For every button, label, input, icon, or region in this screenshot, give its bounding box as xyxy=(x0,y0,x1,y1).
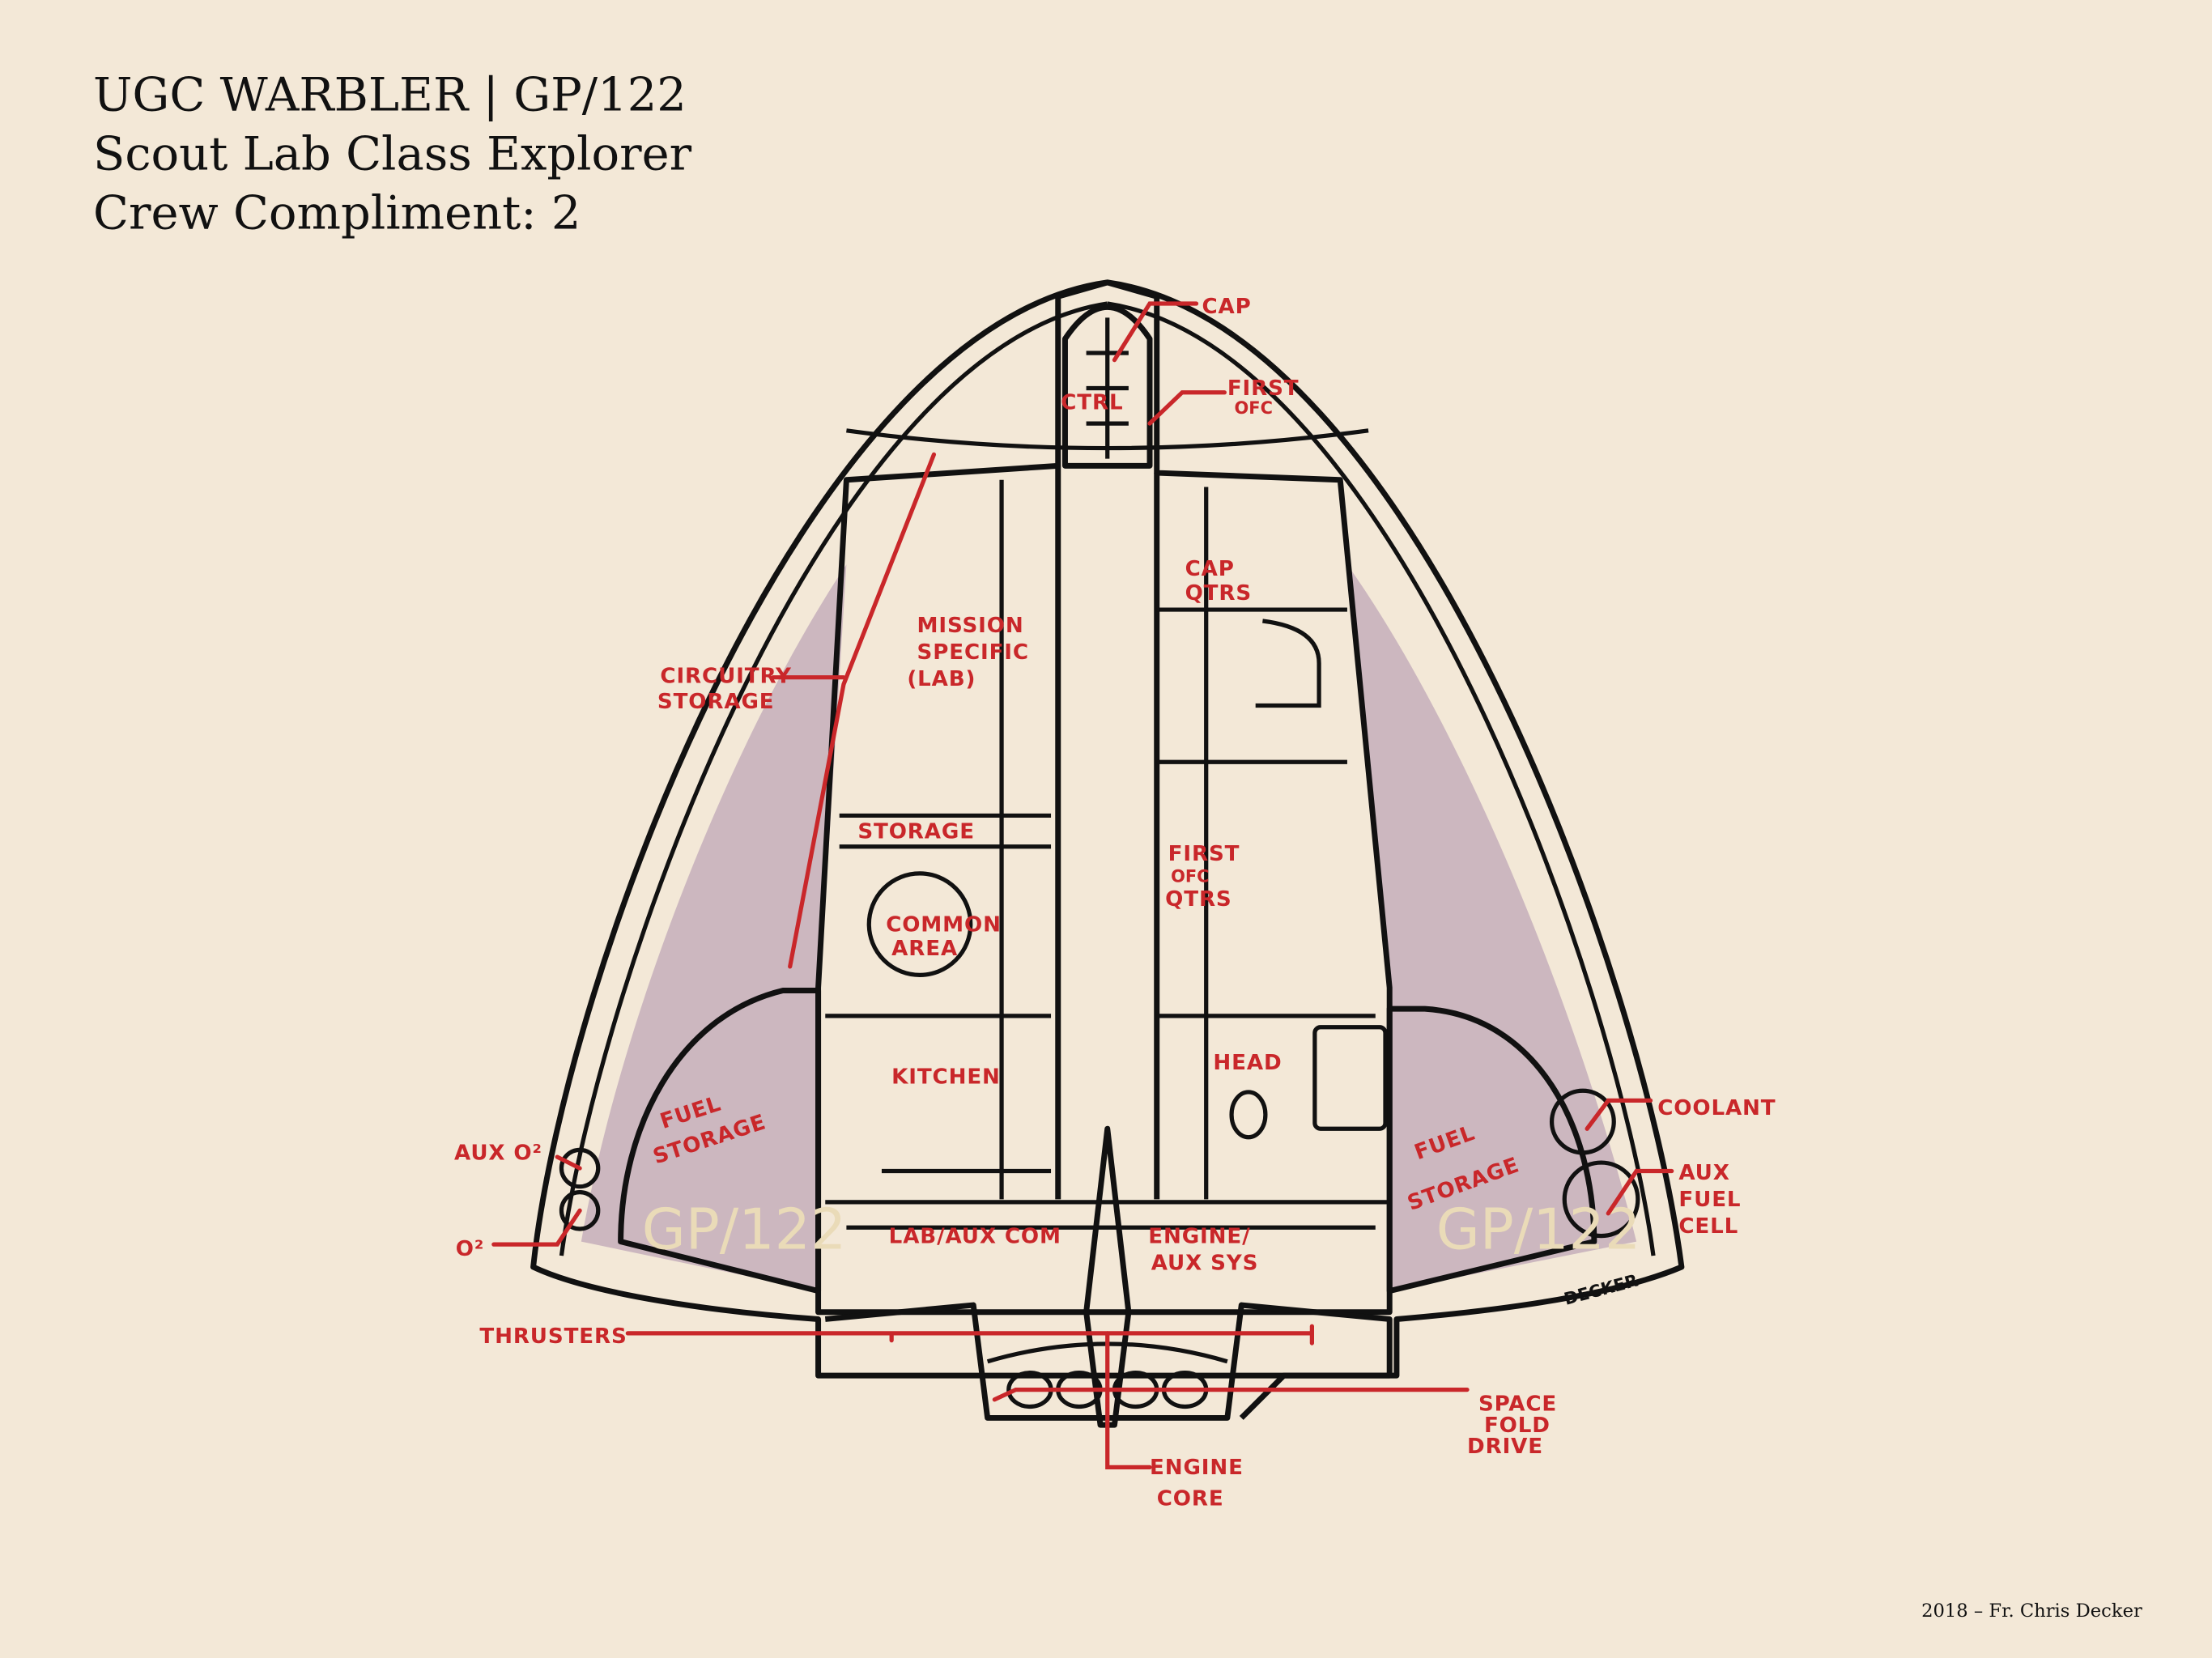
title-line-3: Crew Compliment: 2 xyxy=(93,186,581,240)
label-circuitry-2: STORAGE xyxy=(657,690,775,714)
label-first-ofc-qtrs-1: FIRST xyxy=(1168,842,1240,866)
label-engine-core-1: ENGINE xyxy=(1150,1456,1244,1480)
label-circuitry-1: CIRCUITRY xyxy=(660,665,792,689)
label-ctrl: CTRL xyxy=(1061,391,1123,415)
label-common-2: AREA xyxy=(891,937,958,961)
coolant-tank xyxy=(1549,1088,1616,1155)
label-space-fold-2: FOLD xyxy=(1484,1414,1551,1438)
aux-fuel-cell-tank xyxy=(1562,1160,1640,1239)
label-cap-qtrs-2: QTRS xyxy=(1185,581,1252,606)
title-line-2: Scout Lab Class Explorer xyxy=(93,126,692,181)
label-aux-o2: AUX O² xyxy=(454,1141,542,1166)
common-area-table xyxy=(866,871,973,977)
aux-o2-tank xyxy=(559,1147,601,1189)
label-engine-aux-2: AUX SYS xyxy=(1151,1251,1259,1275)
label-cap: CAP xyxy=(1202,295,1251,319)
o2-tank xyxy=(559,1190,601,1231)
label-engine-core-2: CORE xyxy=(1157,1486,1224,1511)
label-first-ofc-qtrs-2: OFC xyxy=(1171,866,1209,886)
hull xyxy=(530,279,1685,1428)
hull-registry-right: GP/122 xyxy=(1436,1197,1641,1262)
label-aux-fuel-2: FUEL xyxy=(1678,1188,1741,1212)
label-aux-fuel-3: CELL xyxy=(1678,1214,1738,1239)
hull-registry-left: GP/122 xyxy=(642,1197,847,1262)
label-head: HEAD xyxy=(1213,1051,1282,1075)
label-mission-1: MISSION xyxy=(917,614,1024,638)
credit-line: 2018 – Fr. Chris Decker xyxy=(1921,1601,2142,1622)
label-kitchen: KITCHEN xyxy=(891,1065,1001,1089)
label-space-fold-3: DRIVE xyxy=(1467,1435,1543,1459)
label-common-1: COMMON xyxy=(886,912,1002,937)
label-first-ofc-1: FIRST xyxy=(1227,376,1300,401)
label-mission-3: (LAB) xyxy=(907,667,976,691)
label-first-ofc-2: OFC xyxy=(1235,398,1273,418)
label-first-ofc-qtrs-3: QTRS xyxy=(1165,887,1231,912)
label-mission-2: SPECIFIC xyxy=(917,640,1029,665)
artist-signature: DECKER xyxy=(1562,1270,1640,1308)
label-cap-qtrs-1: CAP xyxy=(1185,557,1235,581)
label-aux-fuel-1: AUX xyxy=(1678,1161,1729,1185)
label-lab-aux-com: LAB/AUX COM xyxy=(889,1224,1061,1248)
label-o2: O² xyxy=(456,1237,484,1261)
label-space-fold-1: SPACE xyxy=(1478,1392,1557,1417)
label-storage: STORAGE xyxy=(857,819,975,844)
title-line-1: UGC WARBLER | GP/122 xyxy=(93,67,687,121)
label-engine-aux-1: ENGINE/ xyxy=(1148,1224,1250,1248)
label-thrusters: THRUSTERS xyxy=(479,1324,627,1349)
leader-lines xyxy=(491,301,1674,1470)
label-coolant: COOLANT xyxy=(1657,1096,1776,1120)
